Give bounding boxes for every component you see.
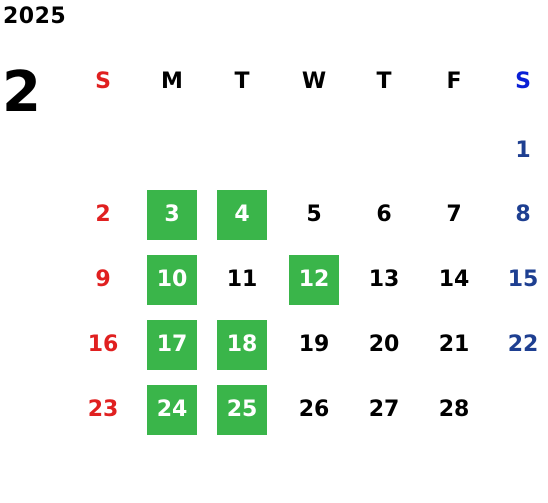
- weekday-header-saturday: S: [515, 69, 531, 94]
- year-label: 2025: [3, 4, 67, 29]
- day-cell-6[interactable]: 6: [376, 202, 392, 227]
- day-cell-15[interactable]: 15: [507, 267, 539, 292]
- day-cell-3[interactable]: 3: [147, 190, 197, 240]
- weekday-header-wednesday: W: [301, 69, 327, 94]
- day-cell-27[interactable]: 27: [368, 397, 400, 422]
- day-cell-26[interactable]: 26: [298, 397, 330, 422]
- day-cell-12[interactable]: 12: [289, 255, 339, 305]
- day-cell-4[interactable]: 4: [217, 190, 267, 240]
- day-cell-24[interactable]: 24: [147, 385, 197, 435]
- day-cell-20[interactable]: 20: [368, 332, 400, 357]
- day-cell-9[interactable]: 9: [95, 267, 111, 292]
- day-cell-14[interactable]: 14: [438, 267, 470, 292]
- day-cell-17[interactable]: 17: [147, 320, 197, 370]
- weekday-header-tuesday: T: [234, 69, 250, 94]
- day-cell-1[interactable]: 1: [515, 138, 531, 163]
- day-cell-23[interactable]: 23: [87, 397, 119, 422]
- day-cell-11[interactable]: 11: [226, 267, 258, 292]
- day-cell-19[interactable]: 19: [298, 332, 330, 357]
- day-cell-5[interactable]: 5: [306, 202, 322, 227]
- day-cell-2[interactable]: 2: [95, 202, 111, 227]
- weekday-header-sunday: S: [95, 69, 111, 94]
- day-cell-13[interactable]: 13: [368, 267, 400, 292]
- day-cell-28[interactable]: 28: [438, 397, 470, 422]
- day-cell-16[interactable]: 16: [87, 332, 119, 357]
- day-cell-25[interactable]: 25: [217, 385, 267, 435]
- day-cell-22[interactable]: 22: [507, 332, 539, 357]
- day-cell-10[interactable]: 10: [147, 255, 197, 305]
- day-cell-8[interactable]: 8: [515, 202, 531, 227]
- month-label: 2: [2, 60, 41, 125]
- weekday-header-friday: F: [446, 69, 462, 94]
- weekday-header-monday: M: [161, 69, 183, 94]
- day-cell-7[interactable]: 7: [446, 202, 462, 227]
- weekday-header-thursday: T: [376, 69, 392, 94]
- day-cell-21[interactable]: 21: [438, 332, 470, 357]
- day-cell-18[interactable]: 18: [217, 320, 267, 370]
